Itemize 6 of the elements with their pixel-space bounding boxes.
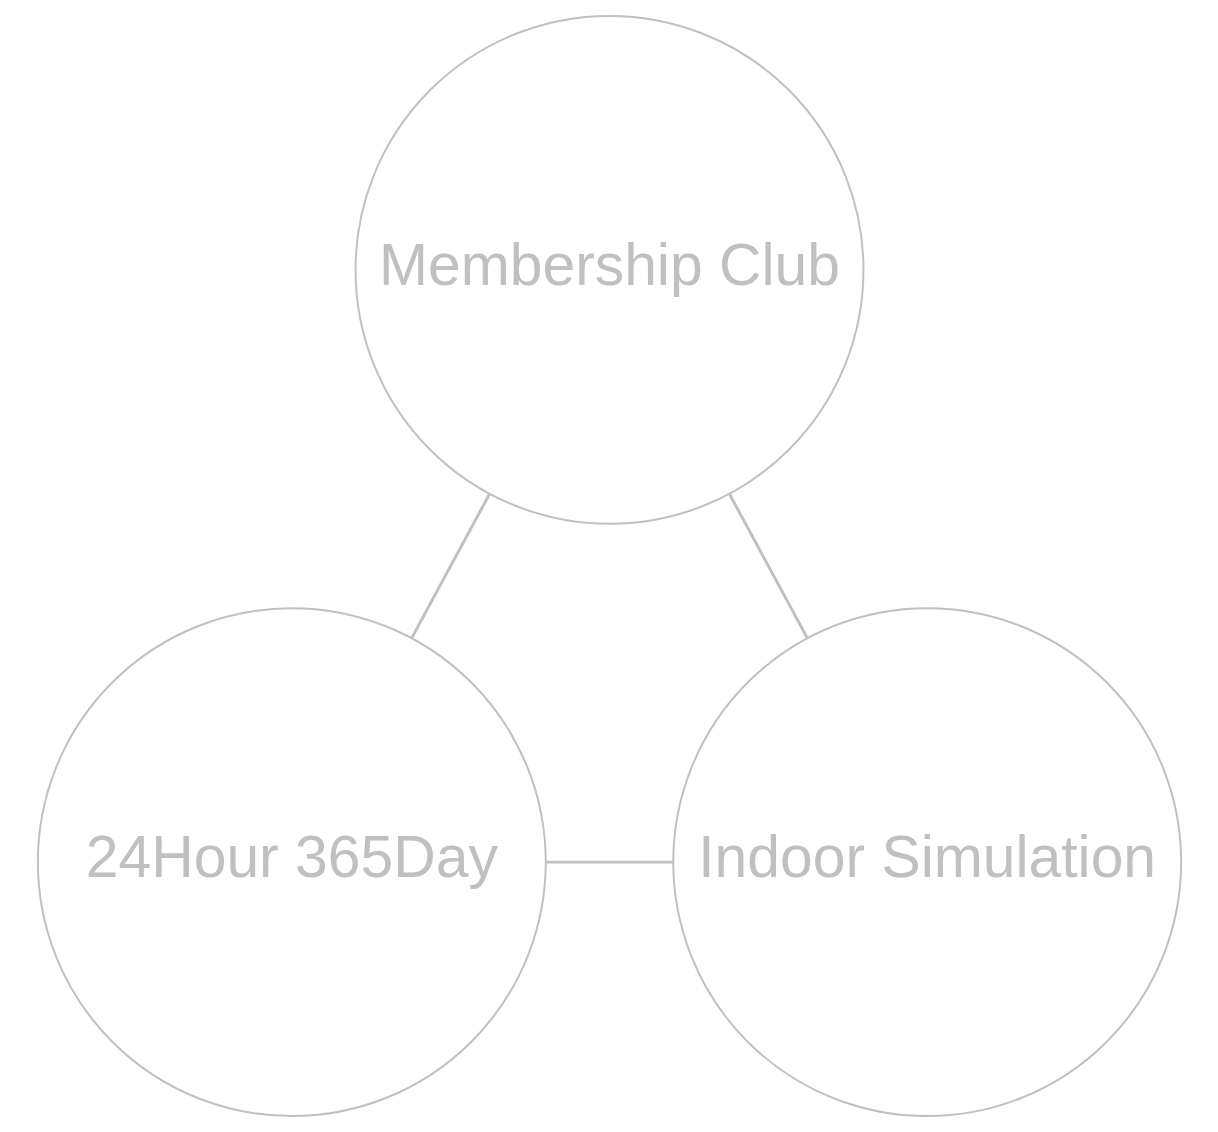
connector xyxy=(410,493,491,639)
node-circle: Membership Club xyxy=(354,14,864,525)
node-circle: 24Hour 365Day xyxy=(36,607,547,1118)
node-circle: Indoor Simulation xyxy=(671,607,1182,1118)
connector xyxy=(545,860,673,864)
connector xyxy=(727,493,808,639)
